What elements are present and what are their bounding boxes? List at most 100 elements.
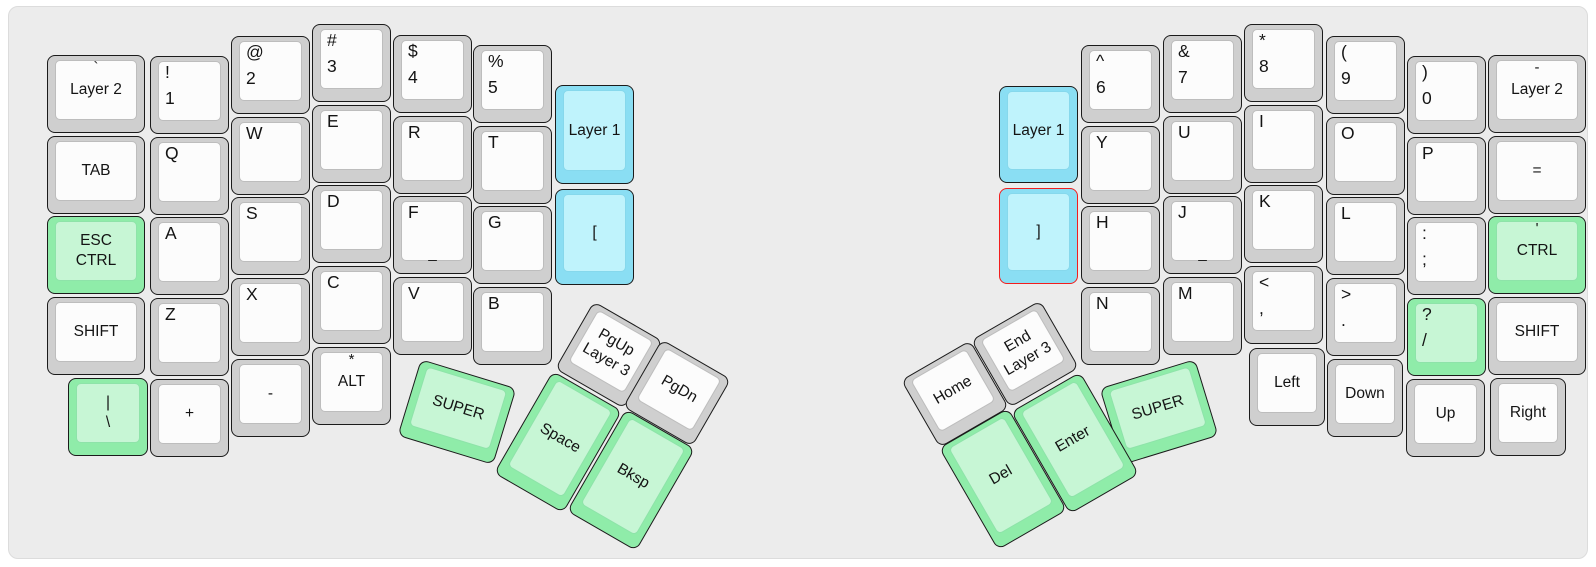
- key-x[interactable]: X: [231, 278, 310, 356]
- keycap-face: %5: [481, 50, 544, 110]
- key-legend: +: [184, 405, 195, 422]
- key-legend: PgDn: [658, 372, 701, 407]
- key-comma[interactable]: <,: [1244, 266, 1323, 344]
- key-o[interactable]: O: [1326, 117, 1405, 195]
- key-q[interactable]: Q: [150, 137, 229, 215]
- key-k[interactable]: K: [1244, 185, 1323, 263]
- key-v[interactable]: V: [393, 277, 472, 355]
- key-legend-center: [: [564, 195, 625, 271]
- keycap-face: Up: [1414, 384, 1477, 444]
- key-quote-ctrl[interactable]: 'CTRL: [1488, 216, 1586, 294]
- key-pipe-backslash[interactable]: |\: [68, 378, 148, 456]
- key-layer2-left[interactable]: `Layer 2: [47, 55, 145, 133]
- key-legend: Home: [930, 372, 975, 408]
- key-legend: Right: [1509, 404, 1547, 421]
- key-shift-left[interactable]: SHIFT: [47, 297, 145, 375]
- key-d[interactable]: D: [312, 185, 391, 263]
- key-p[interactable]: P: [1407, 137, 1486, 215]
- key-layer1-left[interactable]: Layer 1: [555, 85, 634, 184]
- key-legend: X: [246, 284, 258, 304]
- key-u[interactable]: U: [1163, 116, 1242, 194]
- key-left-arrow[interactable]: Left: [1249, 348, 1325, 426]
- key-minus[interactable]: -: [231, 359, 310, 437]
- key-legend-center: Home: [912, 350, 995, 431]
- key-6[interactable]: ^6: [1081, 45, 1160, 123]
- key-4[interactable]: $4: [393, 35, 472, 113]
- key-tab[interactable]: TAB: [47, 136, 145, 214]
- key-up-arrow[interactable]: Up: [1406, 379, 1485, 457]
- key-z[interactable]: Z: [150, 298, 229, 376]
- keycap-face: U: [1171, 121, 1234, 181]
- key-r[interactable]: R: [393, 116, 472, 194]
- key-left-bracket[interactable]: [: [555, 189, 634, 285]
- key-i[interactable]: I: [1244, 105, 1323, 183]
- key-legend: ): [1422, 62, 1428, 82]
- key-slash[interactable]: ?/: [1407, 298, 1486, 376]
- key-m[interactable]: M: [1163, 277, 1242, 355]
- key-down-arrow[interactable]: Down: [1327, 359, 1403, 437]
- key-legend: Up: [1435, 405, 1456, 422]
- key-c[interactable]: C: [312, 266, 391, 344]
- key-plus[interactable]: +: [150, 379, 229, 457]
- key-right-arrow[interactable]: Right: [1490, 378, 1566, 456]
- key-b[interactable]: B: [473, 287, 552, 365]
- key-8[interactable]: *8: [1244, 24, 1323, 102]
- key-legend: Layer 1: [1012, 121, 1065, 139]
- key-l[interactable]: L: [1326, 197, 1405, 275]
- key-legend: >: [1341, 284, 1352, 304]
- key-legend: 7: [1178, 66, 1188, 87]
- key-period[interactable]: >.: [1326, 278, 1405, 356]
- key-w[interactable]: W: [231, 117, 310, 195]
- key-legend: ,: [1259, 297, 1264, 318]
- key-7[interactable]: &7: [1163, 35, 1242, 113]
- key-right-bracket[interactable]: ]: [999, 188, 1078, 284]
- key-legend-center: |\: [77, 384, 139, 442]
- key-e[interactable]: E: [312, 105, 391, 183]
- key-legend: TAB: [81, 162, 111, 179]
- keycap-face: SUPER: [1108, 366, 1208, 451]
- key-shift-right[interactable]: SHIFT: [1488, 297, 1586, 375]
- key-0[interactable]: )0: [1407, 56, 1486, 134]
- key-g[interactable]: G: [473, 206, 552, 284]
- key-a[interactable]: A: [150, 217, 229, 295]
- key-legend-center: Down: [1336, 365, 1394, 423]
- key-legend: ;: [1422, 248, 1427, 269]
- keycap-face: Q: [158, 142, 221, 202]
- keycap-face: Left: [1257, 353, 1317, 413]
- key-layer2-right[interactable]: -Layer 2: [1488, 55, 1586, 133]
- key-n[interactable]: N: [1081, 287, 1160, 365]
- key-super-left[interactable]: SUPER: [397, 359, 517, 465]
- key-equals[interactable]: =: [1488, 136, 1586, 214]
- key-j[interactable]: J_: [1163, 196, 1242, 274]
- keycap-face: Layer 1: [563, 90, 626, 171]
- key-y[interactable]: Y: [1081, 126, 1160, 204]
- keycap-face: ^6: [1089, 50, 1152, 110]
- key-layer1-right[interactable]: Layer 1: [999, 86, 1078, 183]
- key-legend: M: [1178, 283, 1193, 303]
- key-t[interactable]: T: [473, 126, 552, 204]
- key-legend-center: Layer 1: [564, 91, 625, 170]
- key-legend-center: +: [159, 385, 220, 443]
- key-s[interactable]: S: [231, 197, 310, 275]
- key-legend: Enter: [1052, 422, 1094, 456]
- keycap-face: E: [320, 110, 383, 170]
- key-f[interactable]: F_: [393, 196, 472, 274]
- key-legend: U: [1178, 122, 1191, 142]
- key-5[interactable]: %5: [473, 45, 552, 123]
- key-legend: K: [1259, 191, 1271, 211]
- keycap-face: SHIFT: [55, 302, 137, 362]
- key-2[interactable]: @2: [231, 36, 310, 114]
- key-3[interactable]: #3: [312, 24, 391, 102]
- key-1[interactable]: !1: [150, 56, 229, 134]
- keycap-face: |\: [76, 383, 140, 443]
- keycap-face: Z: [158, 303, 221, 363]
- key-h[interactable]: H: [1081, 206, 1160, 284]
- key-semicolon[interactable]: :;: [1407, 217, 1486, 295]
- key-alt[interactable]: *ALT: [312, 347, 391, 425]
- key-legend: @: [246, 42, 264, 62]
- key-9[interactable]: (9: [1326, 36, 1405, 114]
- key-legend: V: [408, 283, 420, 303]
- keycap-face: !1: [158, 61, 221, 121]
